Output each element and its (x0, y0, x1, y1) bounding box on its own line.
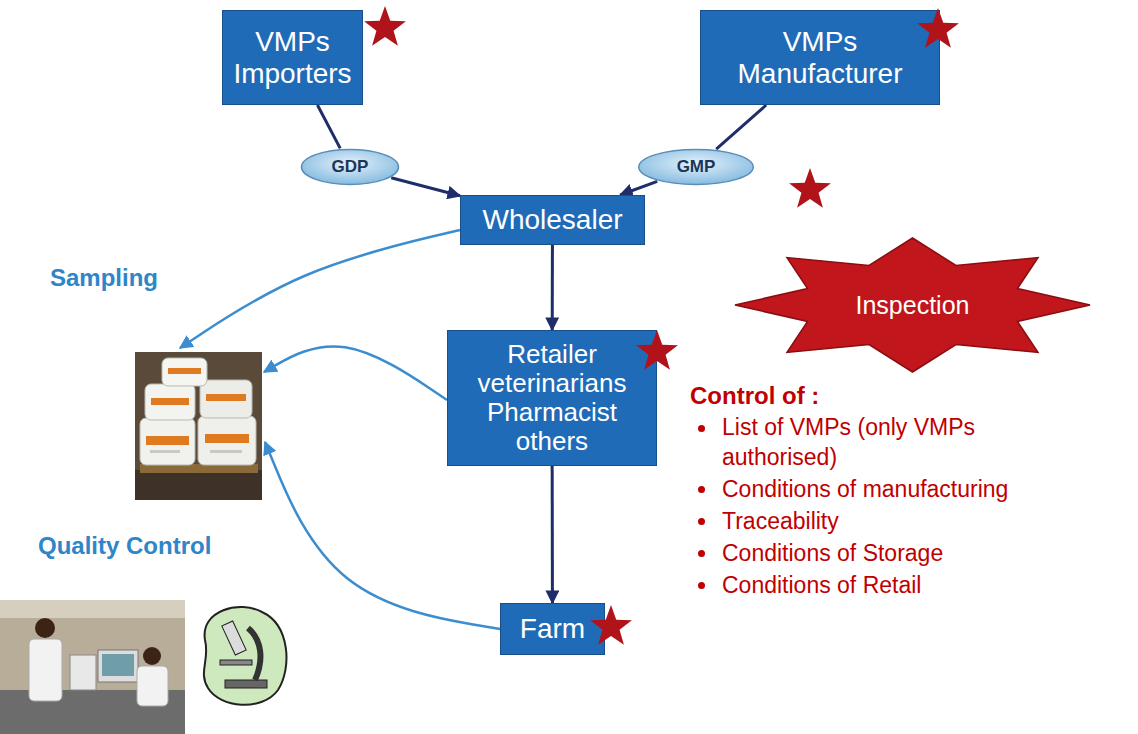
flow-connector (551, 466, 554, 603)
list-item: Traceability (722, 507, 839, 537)
node-title: Retailer (507, 340, 597, 369)
bullet-dot (698, 550, 705, 557)
bullet-dot (698, 518, 705, 525)
list-item: Conditions of Retail (722, 571, 921, 601)
list-item: Conditions of manufacturing (722, 475, 1008, 505)
source-box: VMPs Importers (222, 10, 363, 105)
section-label: Quality Control (38, 530, 211, 561)
sample-bags-photo (135, 352, 262, 500)
microscope-icon (204, 607, 287, 705)
node-title: GMP (677, 157, 716, 176)
node-title: VMPs Manufacturer (715, 26, 925, 89)
practice-ellipse: GMP (637, 148, 755, 186)
list-heading: Control of : (690, 380, 819, 411)
node-title: GDP (332, 157, 369, 176)
inspection-burst: Inspection (735, 238, 1090, 372)
sampling-arrow (180, 230, 460, 348)
flow-connector (551, 245, 554, 330)
star-mark (364, 6, 406, 46)
bullet-dot (698, 486, 705, 493)
flow-connector (620, 181, 657, 195)
flow-connector (716, 105, 766, 149)
flow-connector (317, 105, 340, 148)
bullet-dot (698, 582, 705, 589)
process-box: Wholesaler (460, 195, 645, 245)
list-item: List of VMPs (only VMPs authorised) (722, 413, 1062, 473)
practice-ellipse: GDP (300, 148, 400, 186)
sampling-arrow (264, 346, 447, 400)
bullet-dot (698, 425, 705, 432)
node-title: Inspection (856, 291, 970, 319)
section-label: Sampling (50, 262, 158, 293)
source-box: VMPs Manufacturer (700, 10, 940, 105)
laboratory-photo (0, 600, 185, 734)
process-box: Farm (500, 603, 605, 655)
node-title: VMPs Importers (230, 26, 355, 89)
flow-connector (391, 178, 460, 196)
node-body: veterinarians Pharmacist others (467, 369, 637, 456)
sampling-arrow (265, 442, 500, 629)
list-item: Conditions of Storage (722, 539, 943, 569)
process-box: Retailerveterinarians Pharmacist others (447, 330, 657, 466)
star-mark (789, 168, 831, 208)
node-title: Farm (520, 613, 585, 644)
node-title: Wholesaler (482, 204, 622, 235)
